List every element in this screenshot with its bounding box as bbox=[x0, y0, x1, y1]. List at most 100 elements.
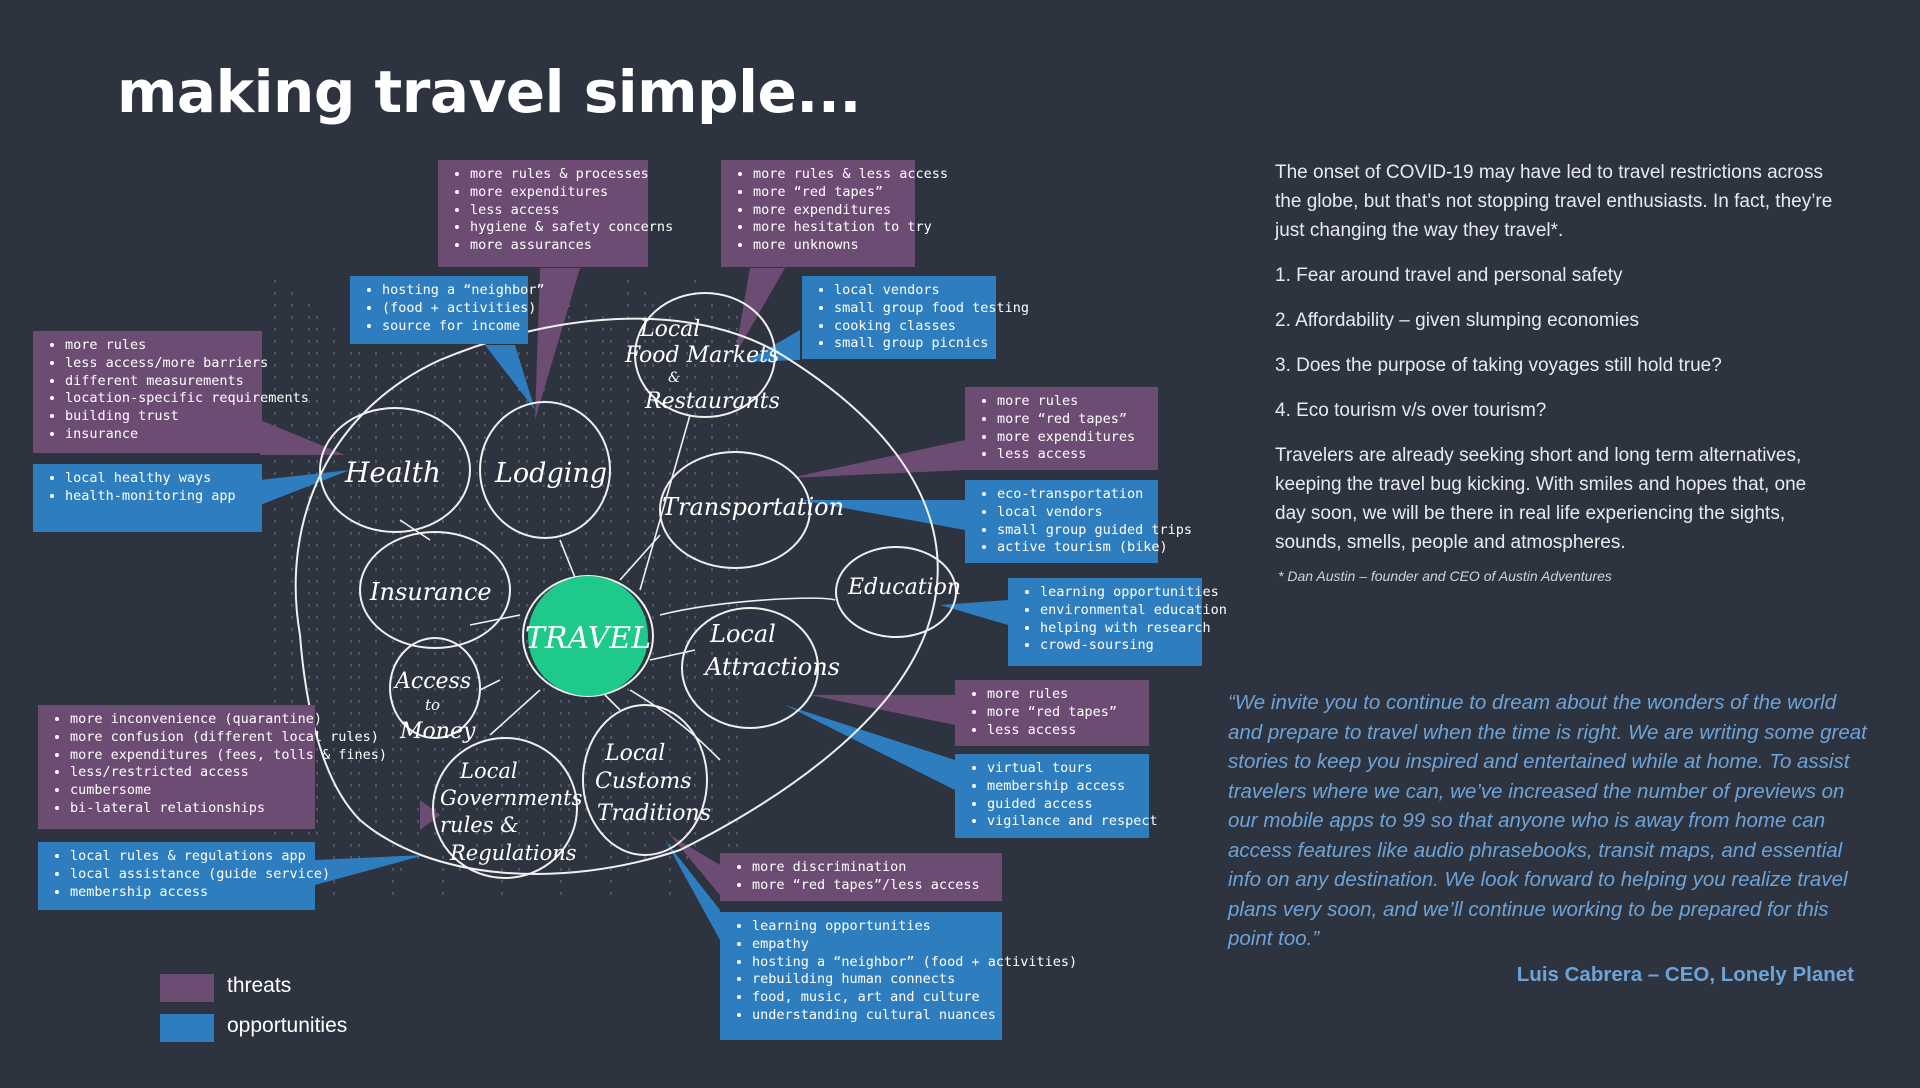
node-local-gov-line-3: rules & bbox=[440, 813, 519, 837]
health-opportunities-list: local healthy wayshealth-monitoring app bbox=[45, 470, 252, 506]
list-item: small group food testing bbox=[834, 300, 1029, 318]
customs-opportunities-list: learning opportunitiesempathyhosting a “… bbox=[732, 918, 1077, 1025]
threat-pointers bbox=[260, 268, 965, 895]
lodging-threats-list: more rules & processesmore expendituresl… bbox=[450, 166, 673, 255]
legend-opportunities-label: opportunities bbox=[227, 1014, 348, 1037]
list-item: health-monitoring app bbox=[65, 488, 252, 506]
list-item: more “red tapes” bbox=[753, 184, 905, 202]
node-local-food-line-4: Restaurants bbox=[644, 389, 780, 414]
node-local-gov: Local Governments rules & Regulations bbox=[440, 759, 583, 865]
sketch-connectors bbox=[399, 414, 836, 761]
list-item: more “red tapes” bbox=[987, 704, 1139, 722]
list-item: more confusion (different local rules) bbox=[70, 729, 379, 747]
list-item: more expenditures bbox=[470, 184, 638, 202]
health-opportunities-box: local healthy wayshealth-monitoring app bbox=[33, 464, 262, 532]
list-item: cooking classes bbox=[834, 318, 986, 336]
list-item: learning opportunities bbox=[752, 918, 992, 936]
list-item: more rules & processes bbox=[470, 166, 649, 184]
node-local-customs-line-3: Traditions bbox=[597, 801, 711, 826]
list-item: hosting a “neighbor” (food + activities) bbox=[752, 954, 1077, 972]
page-title: making travel simple... bbox=[117, 58, 861, 126]
outro-paragraph: Travelers are already seeking short and … bbox=[1275, 445, 1807, 553]
list-item: more rules & less access bbox=[753, 166, 948, 184]
footnote: * Dan Austin – founder and CEO of Austin… bbox=[1278, 568, 1612, 584]
list-item: more expenditures (fees, tolls & fines) bbox=[70, 747, 387, 765]
lodging-opportunities-box: hosting a “neighbor”(food + activities)s… bbox=[350, 276, 545, 344]
list-item: (food + activities) bbox=[382, 300, 536, 318]
list-item: vigilance and respect bbox=[987, 813, 1158, 831]
lodging-opportunities-list: hosting a “neighbor”(food + activities)s… bbox=[362, 282, 545, 335]
node-local-gov-line-1: Local bbox=[459, 759, 518, 783]
opportunity-pointers bbox=[260, 330, 1008, 940]
point-2: 2. Affordability – given slumping econom… bbox=[1275, 310, 1640, 331]
list-item: more “red tapes”/less access bbox=[752, 877, 992, 895]
list-item: more assurances bbox=[470, 237, 638, 255]
quote-author: Luis Cabrera – CEO, Lonely Planet bbox=[1516, 963, 1854, 986]
list-item: local healthy ways bbox=[65, 470, 252, 488]
list-item: small group picnics bbox=[834, 335, 988, 353]
node-access-money-line-1: Access bbox=[393, 669, 471, 694]
transport-threats-box: more rulesmore “red tapes”more expenditu… bbox=[965, 387, 1158, 470]
list-item: membership access bbox=[70, 884, 305, 902]
food-threats-list: more rules & less accessmore “red tapes”… bbox=[733, 166, 948, 255]
list-item: location-specific requirements bbox=[65, 390, 309, 408]
list-item: local vendors bbox=[834, 282, 986, 300]
legend-threats-swatch bbox=[160, 974, 214, 1002]
list-item: small group guided trips bbox=[997, 522, 1192, 540]
list-item: more rules bbox=[987, 686, 1139, 704]
list-item: crowd-soursing bbox=[1040, 637, 1192, 655]
attractions-threats-list: more rulesmore “red tapes”less access bbox=[967, 686, 1139, 739]
node-local-food-line-3: & bbox=[668, 370, 680, 386]
list-item: more rules bbox=[65, 337, 252, 355]
node-local-gov-line-2: Governments bbox=[440, 786, 583, 810]
node-access-money-line-2: to bbox=[425, 696, 440, 714]
node-access-money: Access to Money bbox=[393, 669, 476, 744]
education-opportunities-list: learning opportunitiesenvironmental educ… bbox=[1020, 584, 1227, 655]
government-opportunities-list: local rules & regulations applocal assis… bbox=[50, 848, 330, 902]
government-threats-box: more inconvenience (quarantine)more conf… bbox=[38, 705, 387, 829]
list-item: empathy bbox=[752, 936, 992, 954]
sketch-circles bbox=[294, 292, 957, 879]
list-item: helping with research bbox=[1040, 620, 1211, 638]
node-lodging: Lodging bbox=[494, 458, 607, 489]
education-opportunities-box: learning opportunitiesenvironmental educ… bbox=[1008, 578, 1227, 666]
food-opportunities-list: local vendorssmall group food testingcoo… bbox=[814, 282, 1029, 353]
node-local-customs-line-1: Local bbox=[604, 741, 665, 766]
node-local-food: Local Food Markets & Restaurants bbox=[624, 317, 780, 414]
point-4: 4. Eco tourism v/s over tourism? bbox=[1275, 400, 1547, 421]
right-text-block: The onset of COVID-19 may have led to tr… bbox=[1275, 158, 1835, 573]
customs-threats-list: more discriminationmore “red tapes”/less… bbox=[732, 859, 992, 895]
food-opportunities-box: local vendorssmall group food testingcoo… bbox=[802, 276, 1029, 359]
legend-threats-label: threats bbox=[227, 974, 292, 997]
list-item: cumbersome bbox=[70, 782, 305, 800]
list-item: building trust bbox=[65, 408, 252, 426]
list-item: local vendors bbox=[997, 504, 1148, 522]
customs-opportunities-box: learning opportunitiesempathyhosting a “… bbox=[720, 912, 1077, 1040]
node-access-money-line-3: Money bbox=[399, 719, 476, 744]
node-health: Health bbox=[344, 456, 441, 489]
attractions-opportunities-box: virtual toursmembership accessguided acc… bbox=[955, 754, 1158, 838]
list-item: more discrimination bbox=[752, 859, 992, 877]
list-item: food, music, art and culture bbox=[752, 989, 992, 1007]
list-item: guided access bbox=[987, 796, 1139, 814]
list-item: less/restricted access bbox=[70, 764, 305, 782]
list-item: eco-transportation bbox=[997, 486, 1148, 504]
node-education: Education bbox=[847, 575, 961, 600]
node-local-food-line-1: Local bbox=[639, 317, 700, 342]
food-threats-box: more rules & less accessmore “red tapes”… bbox=[721, 160, 948, 267]
quote-text: “We invite you to continue to dream abou… bbox=[1228, 691, 1867, 950]
health-threats-list: more rulesless access/more barriersdiffe… bbox=[45, 337, 309, 444]
node-insurance: Insurance bbox=[369, 578, 492, 606]
travel-center-node bbox=[528, 576, 648, 696]
node-local-gov-line-4: Regulations bbox=[449, 841, 577, 865]
list-item: different measurements bbox=[65, 373, 252, 391]
list-item: understanding cultural nuances bbox=[752, 1007, 996, 1025]
list-item: active tourism (bike) bbox=[997, 539, 1168, 557]
intro-paragraph: The onset of COVID-19 may have led to tr… bbox=[1275, 162, 1833, 241]
node-local-customs-line-2: Customs bbox=[595, 769, 692, 794]
list-item: more inconvenience (quarantine) bbox=[70, 711, 322, 729]
attractions-opportunities-list: virtual toursmembership accessguided acc… bbox=[967, 760, 1158, 831]
list-item: hygiene & safety concerns bbox=[470, 219, 673, 237]
list-item: virtual tours bbox=[987, 760, 1139, 778]
